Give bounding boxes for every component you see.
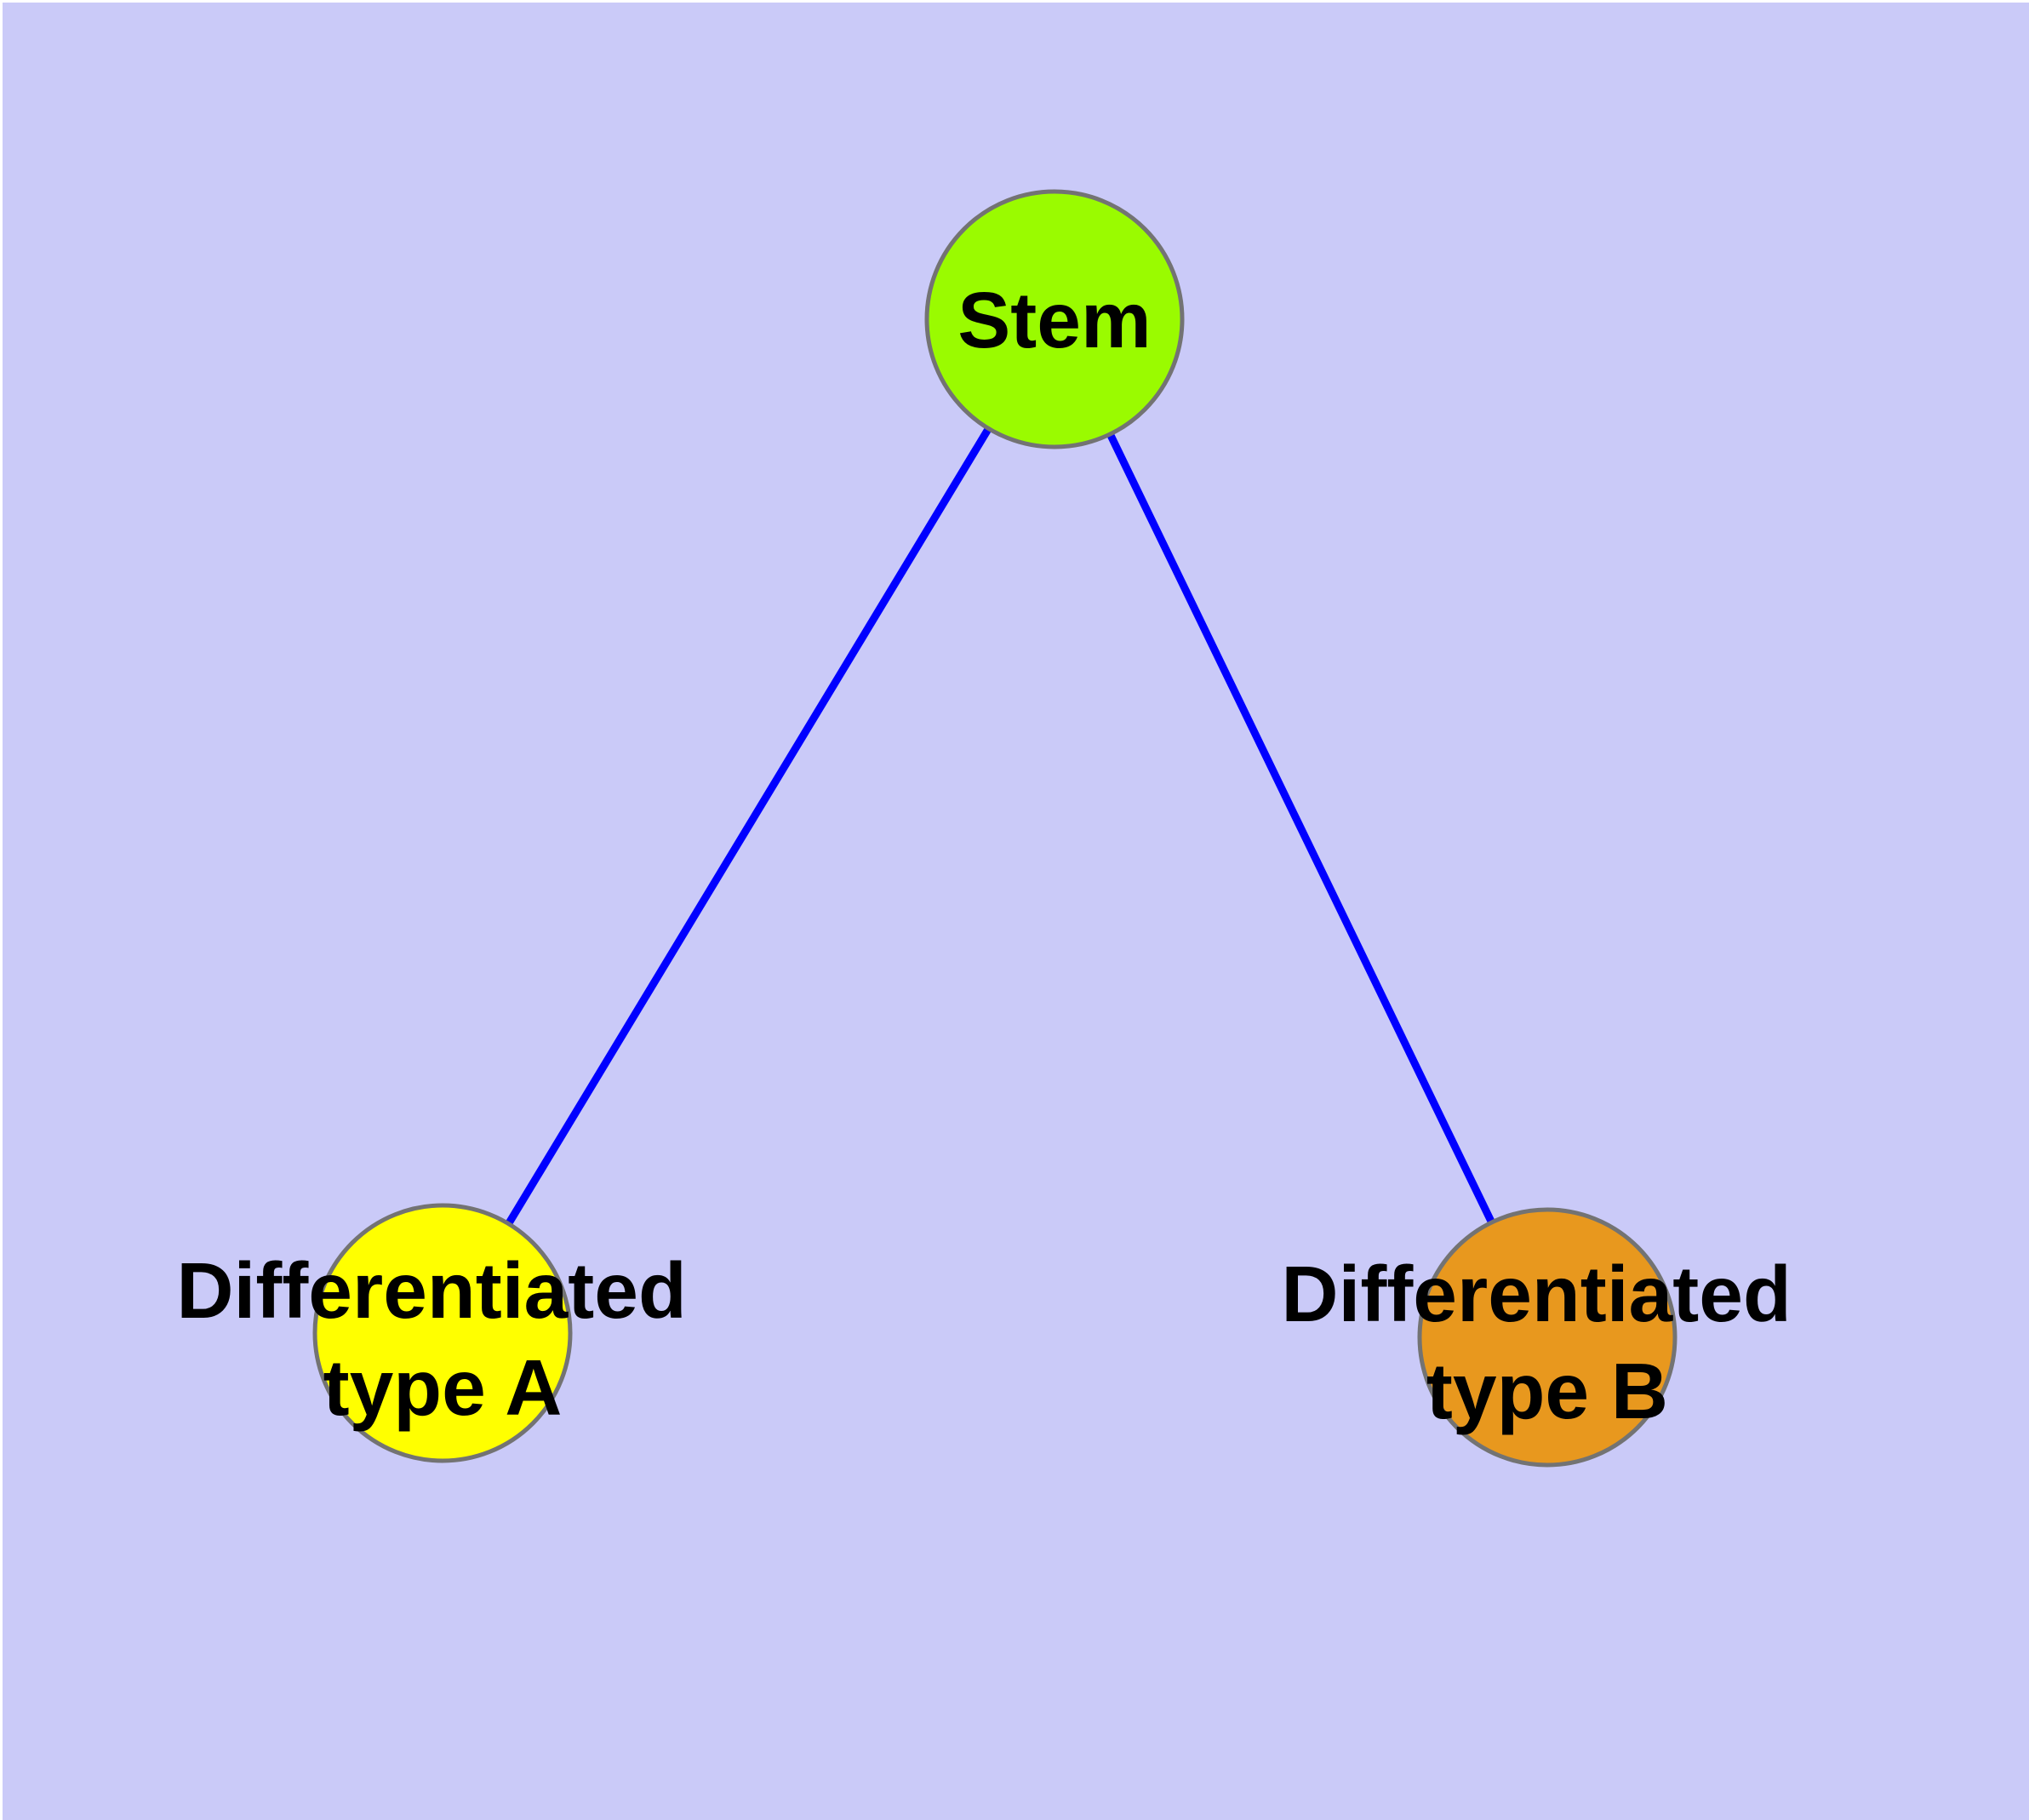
node-differentiated-type-b <box>1417 1207 1677 1468</box>
edge-stem-to-type-a <box>439 317 1058 1336</box>
node-stem <box>924 189 1185 449</box>
edge-stem-to-type-b <box>1050 318 1552 1339</box>
node-type-a-label-line-2: type A <box>323 1343 563 1432</box>
node-type-b-label-line-1: Differentiated <box>1281 1250 1791 1338</box>
node-stem-label: Stem <box>957 276 1151 364</box>
node-differentiated-type-a <box>312 1203 573 1463</box>
node-type-a-label: Differentiated type A <box>176 1246 708 1432</box>
node-type-a-label-line-1: Differentiated <box>176 1246 686 1335</box>
node-type-b-label-line-2: type B <box>1426 1347 1668 1435</box>
node-type-b-label: Differentiated type B <box>1281 1250 1813 1435</box>
